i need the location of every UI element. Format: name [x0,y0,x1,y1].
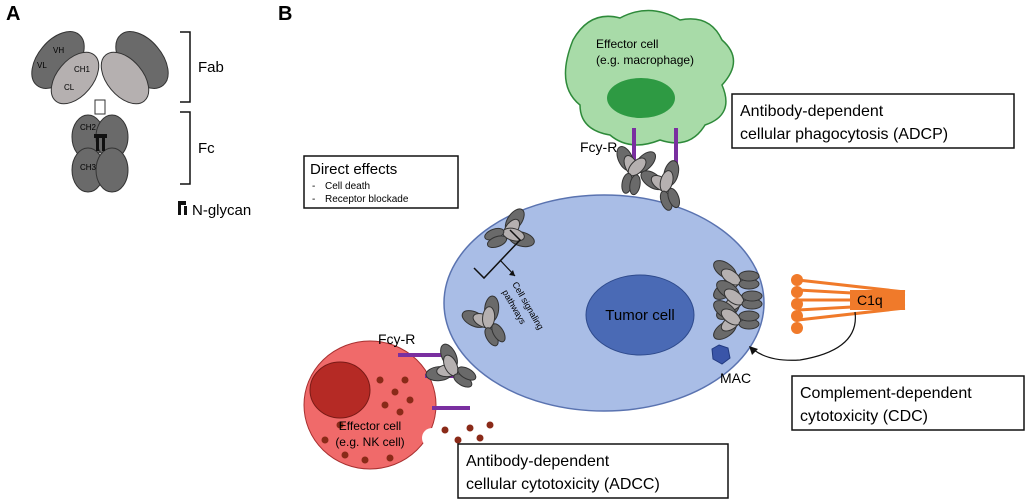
c1q-label: C1q [857,292,883,308]
nk-label-2: (e.g. NK cell) [335,435,404,449]
fc-label: Fc [198,140,215,157]
vl-label: VL [37,61,47,70]
macrophage-label-1: Effector cell [596,37,658,51]
adcp-line-2: cellular phagocytosis (ADCP) [740,126,948,143]
direct-item-1: Cell death [325,181,370,192]
panel-a-letter: A [6,3,20,25]
c1q-complex [791,274,906,334]
direct-effects-title: Direct effects [310,161,397,178]
direct-dash-1: - [312,181,315,192]
nglycan-label: N-glycan [192,202,251,219]
fab-bracket [180,31,191,103]
adcc-line-1: Antibody-dependent [466,453,610,470]
nk-notch [422,428,442,448]
cdc-box [791,375,1025,431]
direct-effects-box [303,155,459,209]
cl-label: CL [64,83,75,92]
nk-label-1: Effector cell [339,419,401,433]
fc-bracket [180,111,191,185]
mac-complex [711,344,731,365]
tumor-label: Tumor cell [605,307,674,324]
ch3-label: CH3 [80,163,97,172]
fab-label: Fab [198,59,224,76]
cdc-line-1: Complement-dependent [800,385,972,402]
antibody-structure [31,31,169,193]
adcp-line-1: Antibody-dependent [740,103,884,120]
macrophage-cell [564,9,735,146]
direct-dash-2: - [312,194,315,205]
macrophage-nucleus [607,78,675,118]
cdc-arrow [753,311,856,361]
ch2-label: CH2 [80,123,97,132]
fcyr-left-label: Fcy-R [378,331,415,347]
direct-item-2: Receptor blockade [325,194,409,205]
macrophage-label-2: (e.g. macrophage) [596,53,694,67]
nglycan-icon [178,201,187,215]
panel-b-letter: B [278,3,292,25]
nk-nucleus [309,361,371,419]
ch1-label: CH1 [74,65,91,74]
adcc-box [457,443,729,499]
cdc-line-2: cytotoxicity (CDC) [800,408,928,425]
adcc-line-2: cellular cytotoxicity (ADCC) [466,476,660,493]
tumor-nucleus [585,274,695,356]
mac-label: MAC [720,370,751,386]
signaling-bracket [473,229,522,280]
adcp-box [731,93,1015,149]
vh-label: VH [53,46,64,55]
fcyr-top-label: Fcy-R [580,139,617,155]
